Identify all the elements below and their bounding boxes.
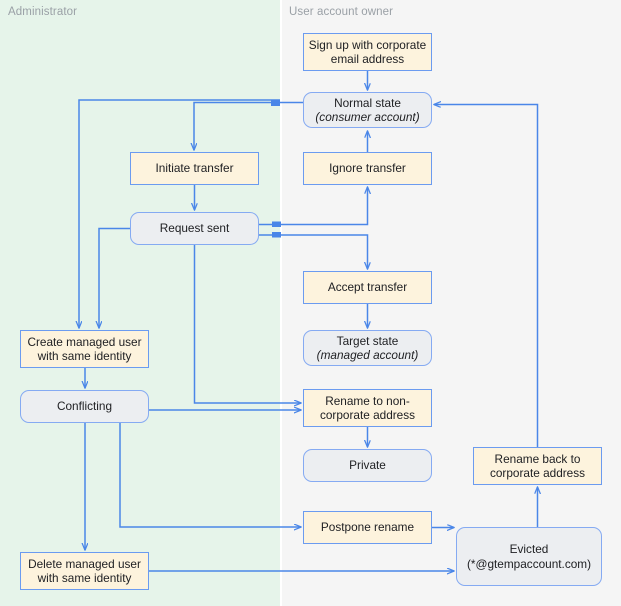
edge-request-sent-to-ignore-transfer [259, 187, 368, 226]
node-private[interactable]: Private [303, 449, 432, 482]
node-delete-managed-user-line-2: with same identity [37, 571, 132, 585]
node-request-sent[interactable]: Request sent [130, 212, 259, 245]
node-target-state[interactable]: Target state(managed account) [303, 330, 432, 366]
node-ignore-transfer-label: Ignore transfer [329, 161, 406, 176]
node-ignore-transfer[interactable]: Ignore transfer [303, 152, 432, 185]
node-delete-managed-user-line-1: Delete managed user [28, 556, 141, 571]
node-postpone-rename-label: Postpone rename [320, 520, 415, 535]
edge-source-marker-request-sent-upper [272, 221, 281, 227]
node-target-state-line-2: (managed account) [316, 348, 419, 362]
node-target-state-line-1: Target state [336, 333, 399, 348]
node-accept-transfer[interactable]: Accept transfer [303, 271, 432, 304]
node-normal-state[interactable]: Normal state(consumer account) [303, 92, 432, 128]
node-private-label: Private [349, 458, 386, 473]
node-create-managed-user-line-2: with same identity [37, 349, 132, 363]
node-evicted-line-1: Evicted [509, 542, 549, 556]
node-conflicting[interactable]: Conflicting [20, 390, 149, 423]
node-accept-transfer-label: Accept transfer [327, 280, 408, 295]
edge-request-sent-to-rename-non-corporate [193, 245, 302, 403]
swimlane-administrator [0, 0, 280, 606]
node-rename-back-to-corporate-line-1: Rename back to [494, 451, 581, 466]
edge-source-marker-request-sent-lower [272, 232, 281, 238]
node-initiate-transfer[interactable]: Initiate transfer [130, 152, 259, 185]
node-postpone-rename[interactable]: Postpone rename [303, 511, 432, 544]
node-sign-up-line-1: Sign up with corporate [308, 37, 427, 52]
node-normal-state-line-2: (consumer account) [315, 110, 420, 124]
edge-request-sent-to-create-managed-user [99, 227, 130, 329]
swimlane-label-administrator: Administrator [8, 6, 78, 18]
node-rename-to-non-corporate-line-2: corporate address [319, 408, 416, 422]
swimlane-label-user-account-owner: User account owner [289, 6, 394, 18]
node-conflicting-label: Conflicting [56, 399, 113, 414]
node-evicted-line-2: (*@gtempaccount.com) [466, 556, 592, 571]
edge-normal-state-to-initiate-transfer [194, 101, 280, 151]
node-sign-up-line-2: email address [330, 52, 405, 66]
node-evicted[interactable]: Evicted(*@gtempaccount.com) [456, 527, 602, 586]
edge-rename-back-corporate-to-normal-state [434, 105, 539, 447]
node-request-sent-label: Request sent [159, 221, 230, 236]
edge-normal-state-to-create-managed-user [79, 99, 280, 328]
node-rename-to-non-corporate[interactable]: Rename to non-corporate address [303, 389, 432, 427]
node-rename-to-non-corporate-line-1: Rename to non- [325, 393, 410, 408]
edge-request-sent-to-accept-transfer [259, 234, 368, 269]
node-rename-back-to-corporate-line-2: corporate address [489, 466, 586, 480]
node-create-managed-user-line-1: Create managed user [27, 334, 142, 349]
node-normal-state-line-1: Normal state [334, 95, 401, 110]
node-initiate-transfer-label: Initiate transfer [155, 161, 234, 176]
edge-conflicting-to-postpone-rename [119, 423, 301, 527]
